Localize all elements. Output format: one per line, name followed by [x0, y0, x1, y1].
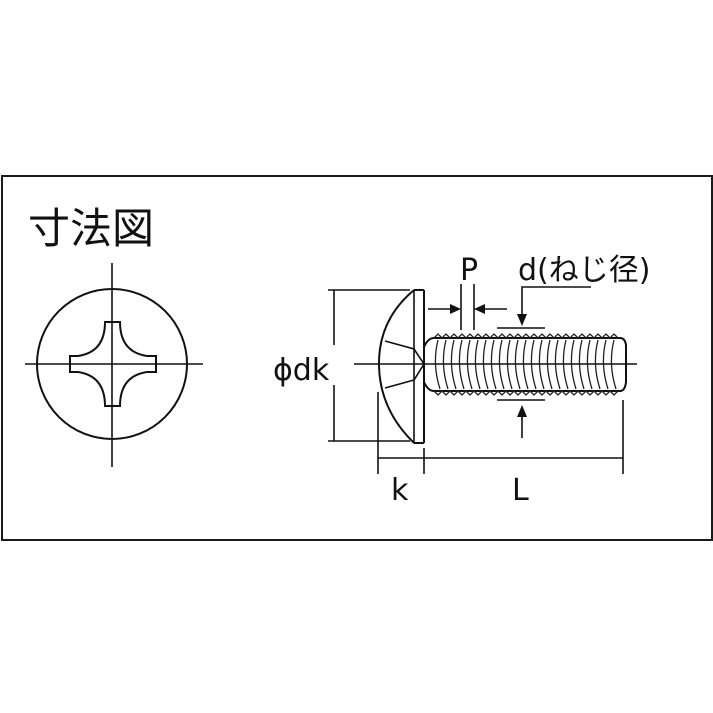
thread-diameter-label: d(ねじ径)	[518, 253, 650, 288]
thread-shank	[423, 333, 627, 396]
phillips-cross-recess-icon	[69, 321, 157, 407]
pitch-dimension	[428, 284, 507, 330]
diagram-title: 寸法図	[28, 204, 154, 253]
dk-dimension	[328, 289, 410, 442]
thread-diameter-dimension	[497, 286, 591, 438]
diagram-frame	[1, 175, 713, 541]
head-diameter-label: ϕdk	[273, 353, 330, 388]
side-view: ϕdk k L P d(ねじ径)	[273, 253, 650, 508]
k-L-dimension	[377, 392, 624, 474]
head-height-label: k	[391, 473, 409, 508]
front-view	[25, 263, 203, 467]
pitch-label: P	[460, 253, 478, 288]
screw-head-dome	[377, 289, 415, 444]
length-label: L	[512, 473, 529, 508]
